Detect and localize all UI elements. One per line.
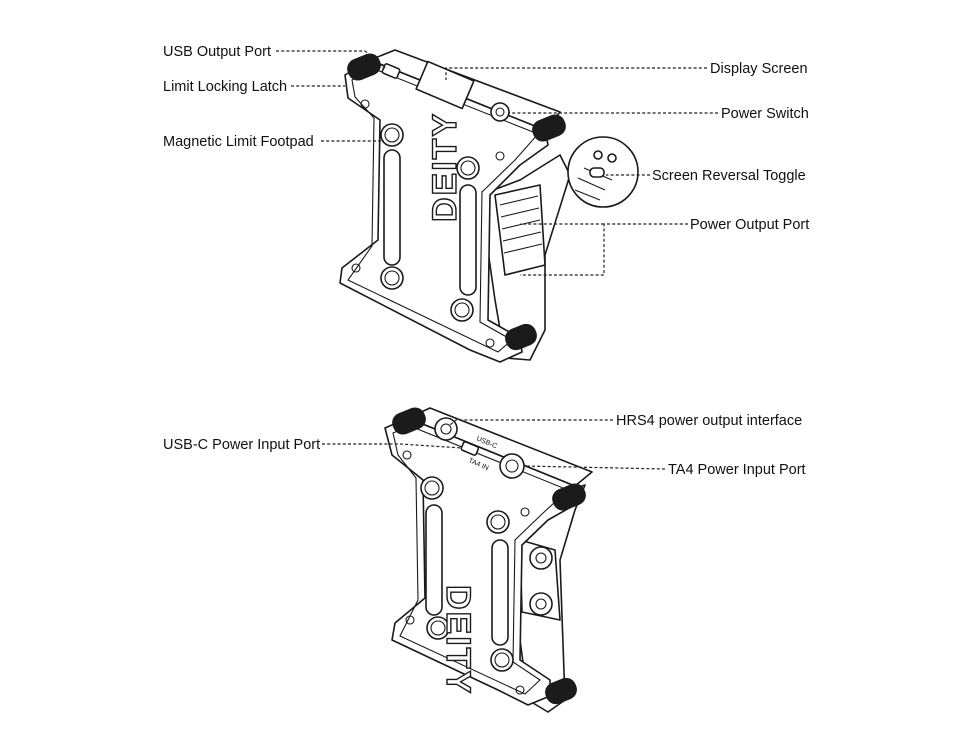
screen-reversal-inset: [567, 136, 639, 208]
label-power-switch: Power Switch: [721, 106, 809, 122]
knurled-knob-bottom-2[interactable]: [542, 675, 580, 707]
label-power-output-port: Power Output Port: [690, 217, 809, 233]
screws: [351, 99, 505, 348]
label-hrs4-power-output-interface: HRS4 power output interface: [616, 413, 802, 429]
leader-lines: [276, 50, 718, 470]
label-usb-output-port: USB Output Port: [163, 44, 271, 60]
screen-reversal-toggle[interactable]: [589, 167, 605, 178]
knurled-knob-top-left[interactable]: [344, 50, 384, 83]
knurled-knob-right[interactable]: [529, 111, 569, 144]
knurled-knob-top-left-2[interactable]: [389, 404, 429, 437]
slot-left-2: [425, 504, 443, 616]
hrs4-output-interface[interactable]: [434, 417, 458, 441]
slot-left: [383, 149, 401, 266]
magnetic-footpads-2: [420, 476, 514, 672]
device-bottom-view: USB-C TA4 IN DEITY: [384, 404, 593, 713]
device-top-view: DEITY: [339, 49, 639, 363]
screws-2: [402, 450, 530, 695]
brand-mark-bottom: DEITY: [439, 585, 477, 695]
slot-right: [459, 184, 477, 296]
label-magnetic-limit-footpad: Magnetic Limit Footpad: [163, 134, 314, 150]
label-usb-c-power-input-port: USB-C Power Input Port: [163, 437, 320, 453]
hrs4-connector-b: [529, 592, 553, 616]
label-limit-locking-latch: Limit Locking Latch: [163, 79, 287, 95]
callout-labels: USB Output Port Limit Locking Latch Magn…: [163, 44, 809, 478]
label-ta4-power-input-port: TA4 Power Input Port: [668, 462, 806, 478]
knurled-knob-right-2[interactable]: [549, 480, 589, 513]
power-switch[interactable]: [490, 102, 510, 122]
usb-output-port[interactable]: [381, 63, 401, 79]
label-screen-reversal-toggle: Screen Reversal Toggle: [652, 168, 806, 184]
label-display-screen: Display Screen: [710, 61, 808, 77]
magnetic-footpads: [380, 123, 480, 322]
knurled-knob-bottom[interactable]: [502, 321, 540, 353]
usb-c-input-port[interactable]: [460, 441, 480, 456]
power-output-port-housing: [494, 184, 546, 276]
hrs4-connector-a: [529, 546, 553, 570]
brand-mark-top: DEITY: [426, 112, 464, 222]
display-screen: [415, 60, 475, 110]
ta4-input-port[interactable]: [499, 453, 525, 479]
slot-right-2: [491, 539, 509, 646]
